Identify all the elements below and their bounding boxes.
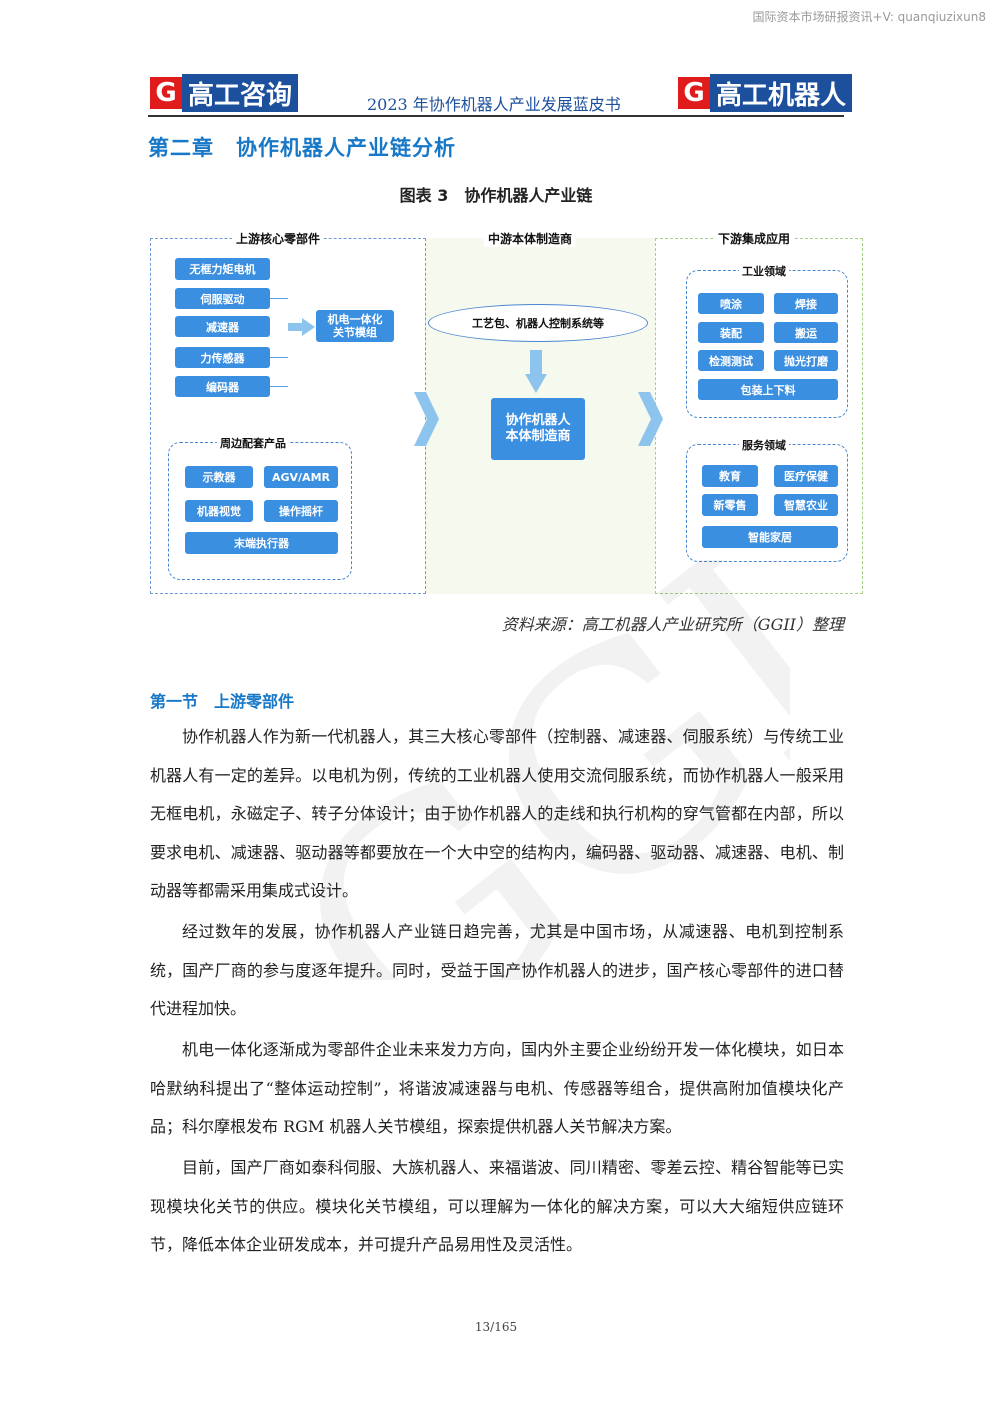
industrial-box: 喷涂 bbox=[698, 293, 764, 314]
industrial-box: 焊接 bbox=[774, 293, 838, 314]
chapter-title: 第二章 协作机器人产业链分析 bbox=[148, 136, 456, 160]
peripheral-title: 周边配套产品 bbox=[217, 435, 289, 451]
mechatronic-module-box: 机电一体化 关节模组 bbox=[316, 310, 394, 342]
connector-line bbox=[270, 298, 288, 299]
industry-chain-diagram: 上游核心零部件 无框力矩电机 伺服驱动 减速器 力传感器 编码器 机电一体化 关… bbox=[150, 230, 863, 594]
component-box: 力传感器 bbox=[175, 347, 270, 368]
component-box: 伺服驱动 bbox=[175, 288, 270, 309]
figure-caption: 图表 3 协作机器人产业链 bbox=[399, 186, 593, 205]
top-watermark-note: 国际资本市场研报资讯+V: quanqiuzixun8 bbox=[752, 10, 986, 24]
section-title: 第一节 上游零部件 bbox=[150, 692, 295, 711]
service-title: 服务领域 bbox=[739, 437, 789, 453]
peripheral-box: 示教器 bbox=[185, 466, 253, 488]
right-arrow-icon bbox=[288, 318, 315, 336]
logo-name: 高工咨询 bbox=[182, 74, 299, 112]
connector-line bbox=[270, 386, 288, 387]
component-box: 无框力矩电机 bbox=[175, 258, 270, 280]
chevron-right-icon bbox=[638, 392, 663, 446]
body-paragraph: 经过数年的发展，协作机器人产业链日趋完善，尤其是中国市场，从减速器、电机到控制系… bbox=[150, 922, 844, 1018]
peripheral-box: 末端执行器 bbox=[185, 532, 338, 554]
industrial-title: 工业领域 bbox=[739, 263, 789, 279]
connector-line bbox=[270, 357, 288, 358]
down-arrow-icon bbox=[525, 350, 547, 393]
body-paragraph: 目前，国产厂商如泰科伺服、大族机器人、来福谐波、同川精密、零差云控、精谷智能等已… bbox=[150, 1158, 844, 1254]
logo-mark-icon: G bbox=[150, 77, 182, 109]
industrial-box: 包装上下料 bbox=[698, 379, 838, 400]
service-box: 智能家居 bbox=[702, 526, 838, 548]
source-note: 资料来源：高工机器人产业研究所（GGII）整理 bbox=[501, 615, 844, 634]
chevron-right-icon bbox=[414, 392, 439, 446]
logo-mark-icon: G bbox=[678, 77, 710, 109]
header-title: 2023 年协作机器人产业发展蓝皮书 bbox=[367, 95, 621, 114]
page-number: 13/165 bbox=[474, 1320, 518, 1334]
component-box: 减速器 bbox=[175, 316, 270, 337]
service-box: 医疗保健 bbox=[774, 465, 838, 487]
header-rule bbox=[148, 115, 844, 117]
midstream-title: 中游本体制造商 bbox=[484, 230, 577, 247]
industrial-box: 检测测试 bbox=[698, 350, 764, 371]
component-box: 编码器 bbox=[175, 376, 270, 397]
logo-gaogong-robot: G 高工机器人 bbox=[678, 74, 853, 112]
body-paragraph: 协作机器人作为新一代机器人，其三大核心零部件（控制器、减速器、伺服系统）与传统工… bbox=[150, 727, 844, 900]
industrial-box: 搬运 bbox=[774, 322, 838, 343]
service-box: 新零售 bbox=[702, 494, 758, 516]
ggii-watermark: GGII bbox=[231, 560, 790, 980]
logo-gaogong-consulting: G 高工咨询 bbox=[150, 74, 299, 112]
logo-name: 高工机器人 bbox=[710, 74, 853, 112]
peripheral-box: 操作摇杆 bbox=[264, 500, 338, 522]
industrial-box: 抛光打磨 bbox=[774, 350, 838, 371]
peripheral-box: 机器视觉 bbox=[185, 500, 253, 522]
upstream-title: 上游核心零部件 bbox=[232, 230, 325, 247]
service-box: 教育 bbox=[702, 465, 758, 487]
body-maker-box: 协作机器人 本体制造商 bbox=[491, 398, 585, 460]
process-ellipse: 工艺包、机器人控制系统等 bbox=[428, 304, 648, 342]
service-box: 智慧农业 bbox=[774, 494, 838, 516]
downstream-title: 下游集成应用 bbox=[714, 230, 795, 247]
body-paragraph: 机电一体化逐渐成为零部件企业未来发力方向，国内外主要企业纷纷开发一体化模块，如日… bbox=[150, 1040, 844, 1136]
peripheral-box: AGV/AMR bbox=[264, 466, 338, 488]
industrial-box: 装配 bbox=[698, 322, 764, 343]
